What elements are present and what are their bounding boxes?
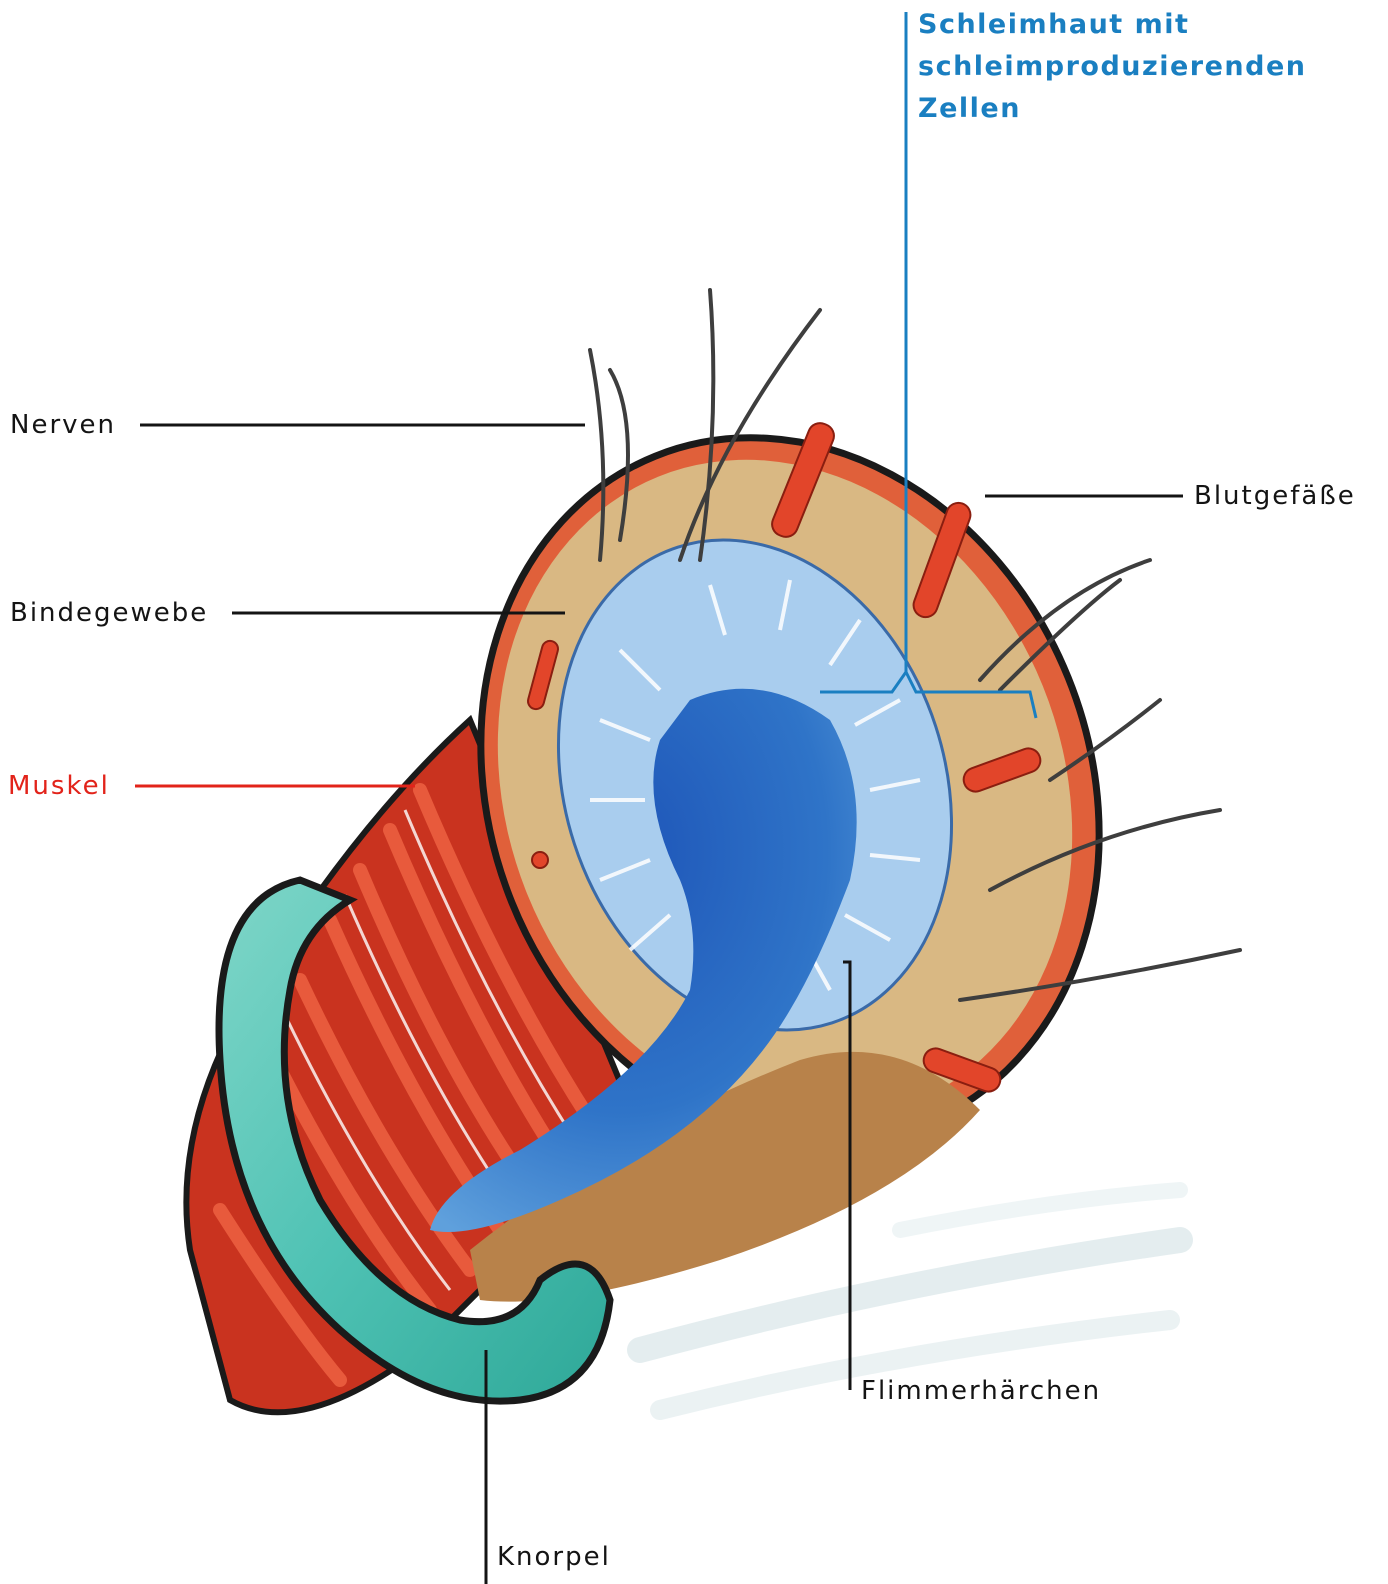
- label-nerven: Nerven: [10, 412, 116, 438]
- label-schleimhaut-line-2: schleimproduzierenden: [918, 46, 1307, 88]
- label-bindegewebe: Bindegewebe: [10, 600, 208, 626]
- label-blutgefaesse: Blutgefäße: [1194, 483, 1356, 509]
- label-muskel: Muskel: [8, 773, 110, 799]
- label-schleimhaut-line-3: Zellen: [918, 88, 1307, 130]
- label-knorpel: Knorpel: [497, 1544, 611, 1570]
- label-schleimhaut: Schleimhaut mit schleimproduzierenden Ze…: [918, 4, 1307, 130]
- label-flimmerhaerchen: Flimmerhärchen: [861, 1378, 1101, 1404]
- label-schleimhaut-line-1: Schleimhaut mit: [918, 4, 1307, 46]
